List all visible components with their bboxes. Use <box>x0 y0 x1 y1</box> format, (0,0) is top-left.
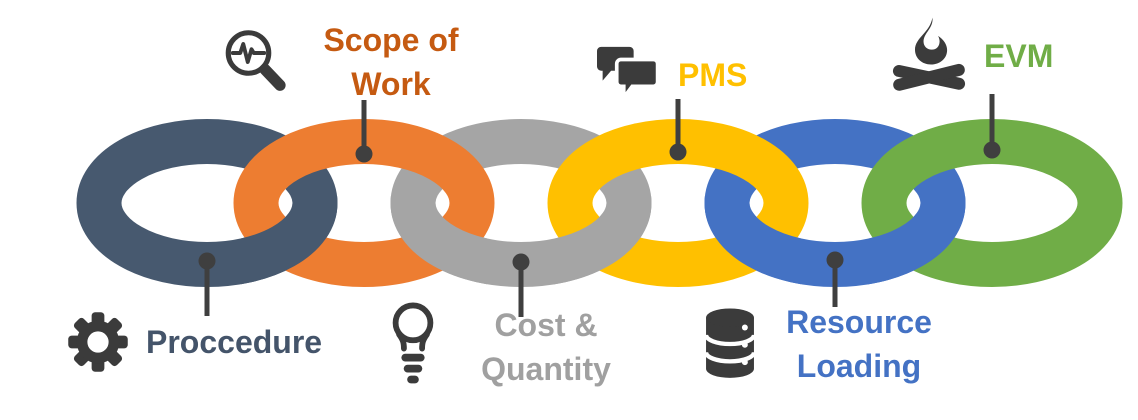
label-scope-of-work: Scope of Work <box>220 18 476 106</box>
gear-icon <box>68 312 128 372</box>
cost-quantity-text: Cost & Quantity <box>456 303 636 391</box>
chat-bubbles-icon <box>597 46 660 104</box>
resource-loading-text: Resource Loading <box>774 300 944 388</box>
label-line: Scope of <box>323 22 459 58</box>
label-line: Resource <box>786 304 932 340</box>
label-line: PMS <box>678 57 748 93</box>
database-separators <box>703 334 757 364</box>
connector-dot <box>826 251 844 269</box>
label-proccedure: Proccedure <box>64 308 322 376</box>
log-shape <box>893 63 965 91</box>
label-line: EVM <box>984 38 1054 74</box>
lightbulb-icon <box>392 302 434 384</box>
database-icon <box>703 308 757 378</box>
label-line: Loading <box>796 348 922 384</box>
evm-text: EVM <box>984 34 1053 78</box>
connector-lines <box>204 94 995 317</box>
connector-dot <box>669 143 687 161</box>
label-line: Quantity <box>481 351 611 387</box>
connector-dot <box>198 252 216 270</box>
pms-text: PMS <box>678 53 747 97</box>
database-top <box>706 308 754 327</box>
gear-hole <box>87 331 109 353</box>
connector-dots <box>198 141 1001 271</box>
bulb-stripe <box>403 364 423 373</box>
label-cost-quantity: Cost & Quantity <box>384 300 636 394</box>
connector-dot <box>355 145 373 163</box>
flame-shape <box>914 17 948 65</box>
database-dots <box>741 324 748 366</box>
label-resource-loading: Resource Loading <box>700 300 944 388</box>
label-line: Cost & <box>494 307 598 343</box>
label-pms: PMS <box>592 44 747 106</box>
campfire-icon <box>892 17 966 91</box>
bulb-stripe <box>407 375 419 384</box>
proccedure-text: Proccedure <box>146 320 322 364</box>
chat-bubble-front <box>614 57 660 104</box>
label-line: Work <box>351 66 431 102</box>
magnifier-pulse-icon <box>225 30 286 91</box>
connector-dot <box>512 253 530 271</box>
scope-of-work-text: Scope of Work <box>306 18 476 106</box>
label-line: Proccedure <box>146 324 323 360</box>
connector-dot <box>983 141 1001 159</box>
bulb-stripe <box>401 353 425 362</box>
label-evm: EVM <box>888 14 1053 98</box>
